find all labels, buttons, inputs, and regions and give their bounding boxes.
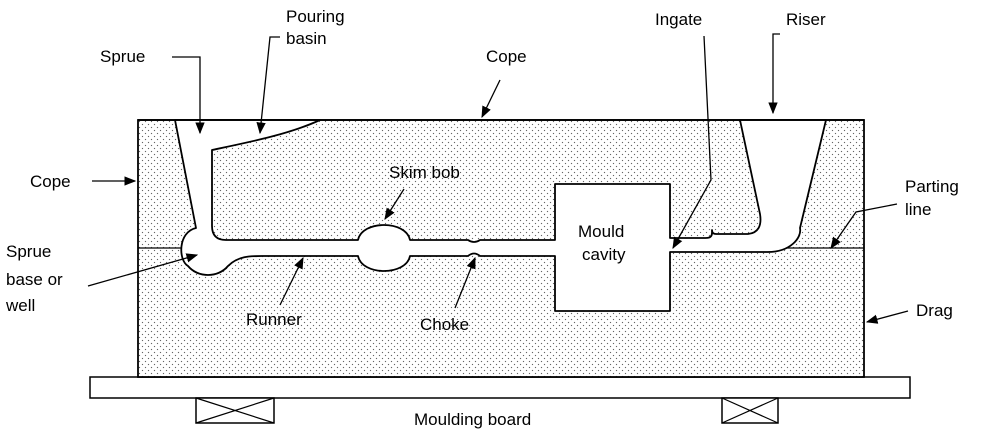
label-moulding-board: Moulding board xyxy=(414,410,531,429)
label-drag: Drag xyxy=(916,301,953,320)
label-ingate: Ingate xyxy=(655,10,702,29)
label-mould-cavity-line1: Mould xyxy=(578,222,624,241)
board-support-left xyxy=(195,397,275,424)
runner-leader xyxy=(279,256,304,306)
label-parting-line-line2: line xyxy=(905,200,931,219)
label-cope-left: Cope xyxy=(30,172,71,191)
label-choke: Choke xyxy=(420,315,469,334)
pouring-basin-leader xyxy=(256,36,280,135)
leader-lines xyxy=(87,33,909,324)
label-sprue-base-line3: well xyxy=(5,296,35,315)
cope-top-leader xyxy=(481,79,501,119)
label-sprue-base-line2: base or xyxy=(6,270,63,289)
label-sprue-base-line1: Sprue xyxy=(6,242,51,261)
label-cope-top: Cope xyxy=(486,47,527,66)
sprue-leader xyxy=(172,56,205,135)
label-pouring-basin-line1: Pouring xyxy=(286,7,345,26)
drag-leader xyxy=(865,310,909,324)
label-parting-line-line1: Parting xyxy=(905,177,959,196)
sprue-base-leader xyxy=(87,253,199,287)
label-riser: Riser xyxy=(786,10,826,29)
parting-line-leader xyxy=(830,203,898,249)
label-mould-cavity-line2: cavity xyxy=(582,245,626,264)
moulding-board xyxy=(89,376,911,399)
label-skim-bob: Skim bob xyxy=(389,163,460,182)
gating-system xyxy=(174,119,827,312)
choke-leader xyxy=(454,256,476,309)
label-pouring-basin-line2: basin xyxy=(286,29,327,48)
label-runner: Runner xyxy=(246,310,302,329)
skim-bob-leader xyxy=(384,188,405,220)
ingate-leader xyxy=(672,35,712,250)
riser-leader xyxy=(768,33,780,115)
label-sprue: Sprue xyxy=(100,47,145,66)
board-support-right xyxy=(721,397,779,424)
